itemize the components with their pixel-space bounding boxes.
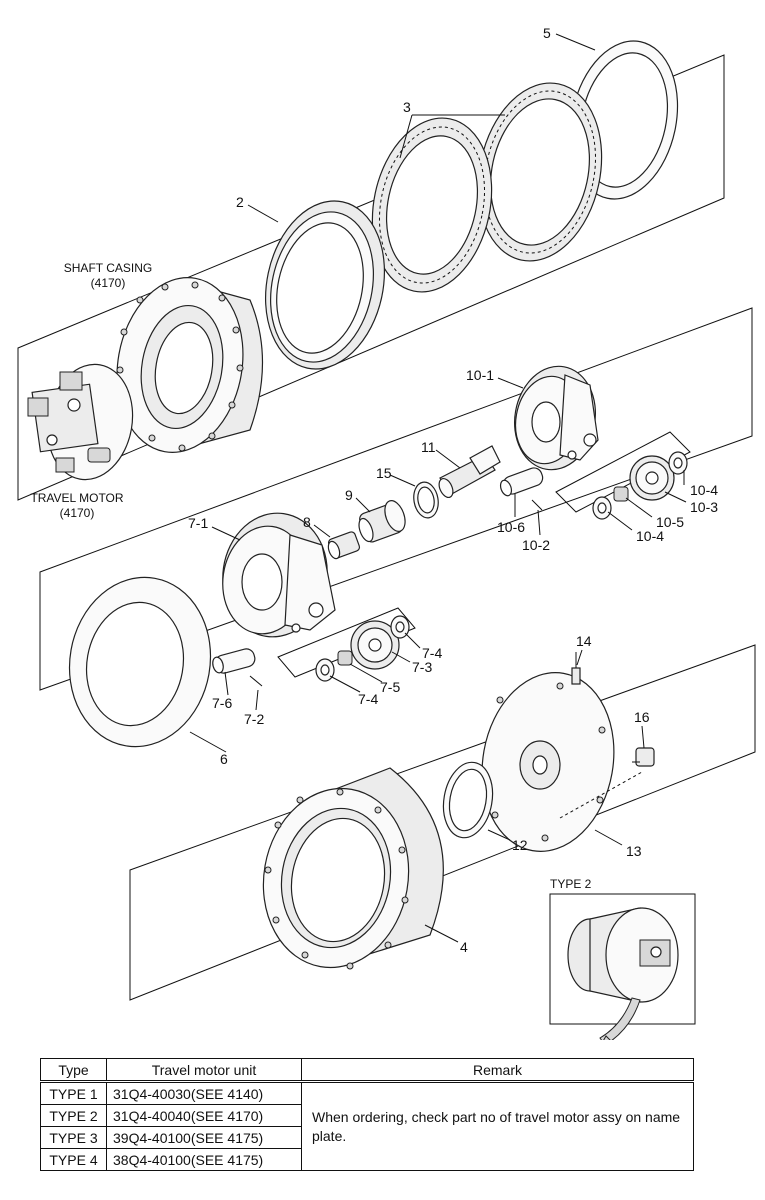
part-4-housing[interactable]	[249, 767, 444, 979]
travel-motor-caption: TRAVEL MOTOR	[30, 491, 123, 505]
label-part-10-2: 10-2	[522, 537, 550, 553]
row-remark: When ordering, check part no of travel m…	[301, 1081, 694, 1171]
label-part-7-1: 7-1	[188, 515, 208, 531]
label-part-10-4-upper: 10-4	[690, 482, 718, 498]
header-type: Type	[40, 1058, 107, 1082]
row-type: TYPE 2	[40, 1104, 107, 1127]
label-part-13: 13	[626, 843, 642, 859]
row-type: TYPE 3	[40, 1126, 107, 1149]
table-row: TYPE 1 31Q4-40030(SEE 4140) When orderin…	[40, 1081, 694, 1171]
label-part-10-4-lower: 10-4	[636, 528, 664, 544]
part-7-2-spring-pin[interactable]	[249, 675, 263, 687]
label-part-9: 9	[345, 487, 353, 503]
label-part-5: 5	[543, 25, 551, 41]
part-14-bolt[interactable]	[571, 652, 581, 685]
label-part-2: 2	[236, 194, 244, 210]
part-10-4-thrust-washers[interactable]	[592, 451, 688, 520]
part-7-4-thrust-washers[interactable]	[315, 615, 410, 682]
part-9-sun-gear[interactable]	[356, 498, 409, 544]
label-part-7-6: 7-6	[212, 695, 232, 711]
label-part-6: 6	[220, 751, 228, 767]
part-10-5-needle-bearing[interactable]	[613, 486, 629, 502]
shaft-casing-illustration	[116, 277, 264, 453]
leader-lines	[189, 33, 687, 943]
inset-label: TYPE 2	[550, 877, 592, 891]
label-part-7-4-lower: 7-4	[358, 691, 378, 707]
label-part-14: 14	[576, 633, 592, 649]
shaft-casing-ref: (4170)	[91, 276, 126, 290]
row-unit: 39Q4-40100(SEE 4175)	[106, 1126, 302, 1149]
table-header-row: Type Travel motor unit Remark	[40, 1058, 694, 1082]
part-16-plug[interactable]	[632, 747, 655, 767]
part-8-spacer[interactable]	[326, 531, 361, 560]
label-part-10-5: 10-5	[656, 514, 684, 530]
table-row: TYPE 4 38Q4-40100(SEE 4175)	[40, 1148, 694, 1171]
part-7-6-pin[interactable]	[211, 647, 257, 675]
part-15-snap-ring[interactable]	[411, 480, 441, 520]
row-unit: 31Q4-40040(SEE 4170)	[106, 1104, 302, 1127]
label-part-7-3: 7-3	[412, 659, 432, 675]
type-2-inset: TYPE 2	[549, 877, 696, 1040]
row-unit: 31Q4-40030(SEE 4140)	[106, 1081, 302, 1105]
part-7-3-planetary-gear[interactable]	[350, 620, 400, 670]
label-part-16: 16	[634, 709, 650, 725]
planetary-gear-subgroup-7	[277, 607, 416, 678]
label-part-11: 11	[421, 439, 436, 455]
label-part-10-1: 10-1	[466, 367, 494, 383]
part-11-sun-gear-shaft[interactable]	[436, 445, 501, 500]
part-10-1-carrier[interactable]	[507, 360, 604, 476]
part-13-cover[interactable]	[468, 662, 643, 862]
travel-motor-ref: (4170)	[60, 506, 95, 520]
exploded-parts-diagram: 5 3 2 10-1 11 15 9 8 7-1 10-6 10-2 10-4 …	[17, 25, 756, 1040]
travel-motor-illustration	[27, 363, 134, 481]
part-12-o-ring[interactable]	[438, 758, 498, 841]
part-10-6-pin[interactable]	[499, 466, 545, 498]
label-part-7-4-upper: 7-4	[422, 645, 442, 661]
row-type: TYPE 4	[40, 1148, 107, 1171]
label-part-4: 4	[460, 939, 468, 955]
label-part-7-2: 7-2	[244, 711, 264, 727]
row-unit: 38Q4-40100(SEE 4175)	[106, 1148, 302, 1171]
table-row: TYPE 2 31Q4-40040(SEE 4170)	[40, 1104, 694, 1127]
label-part-7-5: 7-5	[380, 679, 400, 695]
label-part-8: 8	[303, 514, 311, 530]
assembly-outline-middle	[39, 307, 753, 691]
part-10-2-spring-pin[interactable]	[531, 499, 543, 511]
part-2-floating-seal[interactable]	[251, 190, 400, 380]
part-7-5-needle-bearing[interactable]	[337, 650, 353, 666]
label-part-10-3: 10-3	[690, 499, 718, 515]
header-remark: Remark	[301, 1058, 694, 1082]
label-part-12: 12	[512, 837, 528, 853]
header-travel-motor-unit: Travel motor unit	[106, 1058, 302, 1082]
part-7-1-carrier[interactable]	[215, 506, 336, 643]
shaft-casing-caption: SHAFT CASING	[64, 261, 152, 275]
label-part-15: 15	[376, 465, 392, 481]
label-part-10-6: 10-6	[497, 519, 525, 535]
part-number-labels: 5 3 2 10-1 11 15 9 8 7-1 10-6 10-2 10-4 …	[188, 25, 718, 955]
part-3-taper-roller-bearing[interactable]	[357, 71, 617, 303]
planetary-gear-subgroup-10	[555, 431, 691, 513]
component-captions: SHAFT CASING (4170) TRAVEL MOTOR (4170)	[30, 261, 152, 520]
part-10-3-planetary-gear[interactable]	[629, 455, 675, 501]
row-type: TYPE 1	[40, 1081, 107, 1105]
part-6-ring-gear[interactable]	[56, 566, 223, 758]
label-part-3: 3	[403, 99, 411, 115]
travel-motor-type-table: Type Travel motor unit Remark TYPE 1 31Q…	[40, 1058, 694, 1171]
